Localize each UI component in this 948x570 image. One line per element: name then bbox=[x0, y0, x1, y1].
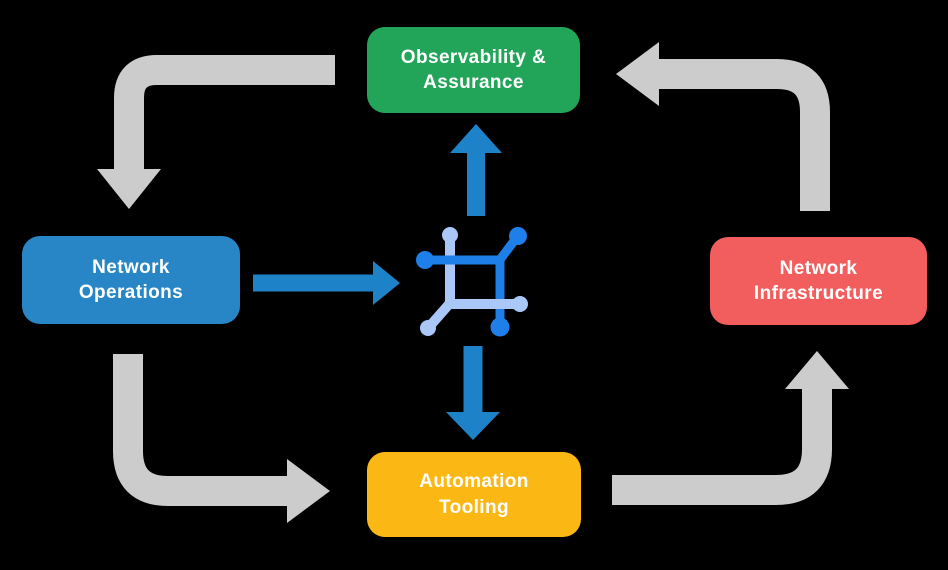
arrow-automation-to-infrastructure bbox=[612, 351, 849, 505]
node-observability-assurance: Observability & Assurance bbox=[367, 27, 580, 113]
arrow-observability-to-operations bbox=[97, 55, 335, 209]
node-network-infrastructure-label: Network Infrastructure bbox=[753, 257, 884, 304]
arrow-operations-to-automation bbox=[113, 354, 330, 523]
arrow-infrastructure-to-observability bbox=[616, 42, 830, 211]
arrow-center-to-observability bbox=[450, 124, 502, 216]
node-network-infrastructure: Network Infrastructure bbox=[710, 237, 927, 325]
node-network-operations: Network Operations bbox=[22, 236, 240, 324]
network-hub-icon bbox=[416, 227, 528, 337]
arrow-center-to-automation bbox=[446, 346, 500, 440]
node-automation-tooling-label: Automation Tooling bbox=[419, 471, 529, 518]
node-network-operations-label: Network Operations bbox=[78, 256, 184, 303]
node-automation-tooling: Automation Tooling bbox=[367, 452, 581, 537]
arrow-operations-to-center bbox=[253, 261, 400, 305]
node-observability-assurance-label: Observability & Assurance bbox=[400, 46, 547, 93]
